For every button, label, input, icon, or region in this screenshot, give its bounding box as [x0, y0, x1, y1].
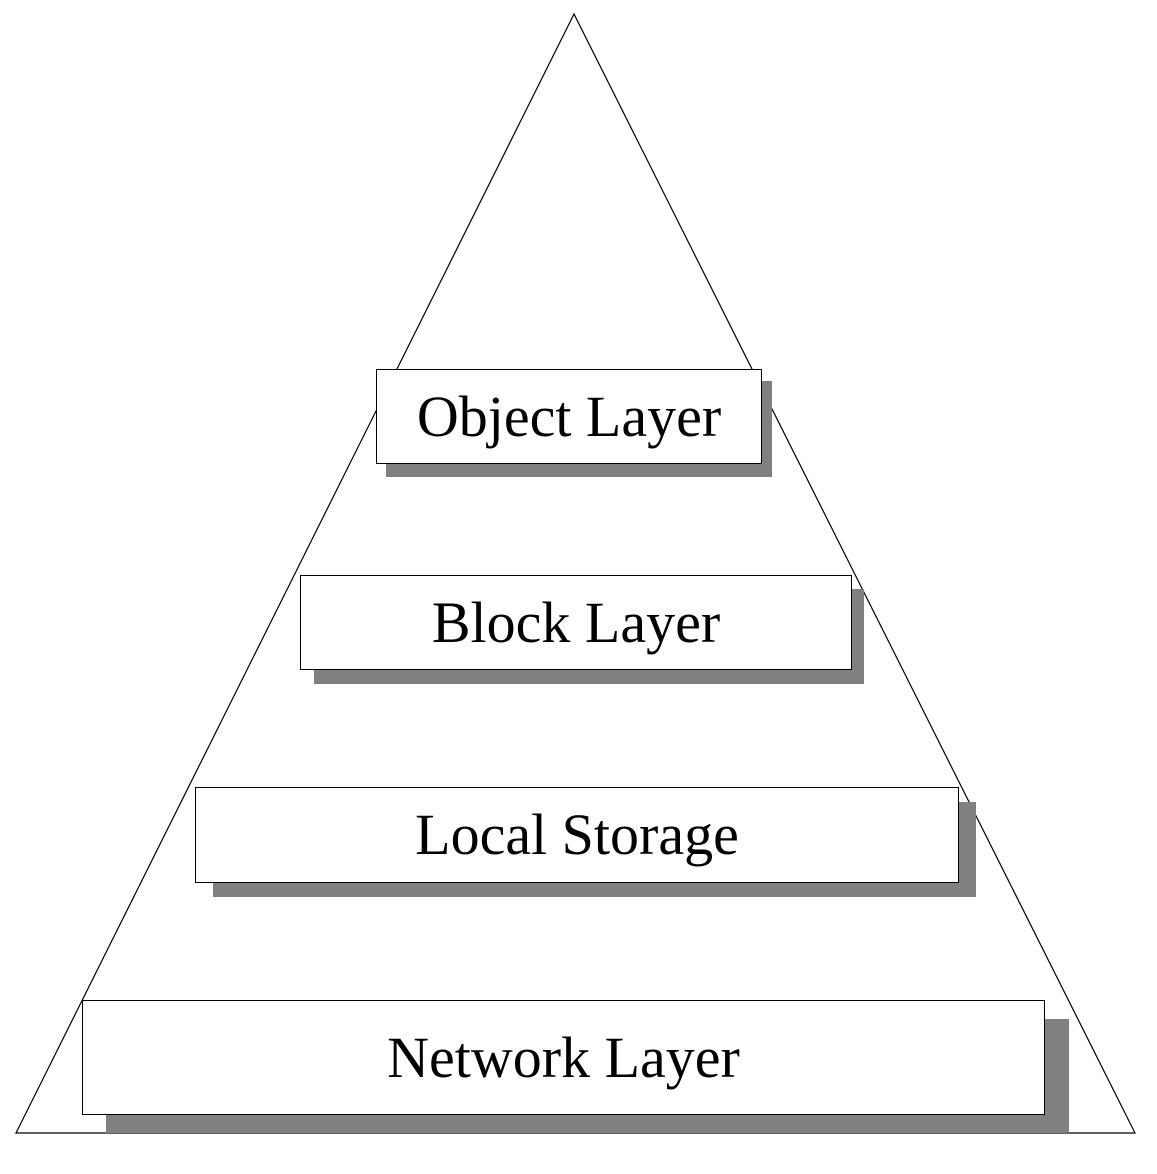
layer-local-storage-label: Local Storage [415, 802, 739, 867]
layer-object-box: Object Layer [376, 369, 762, 464]
layer-network-label: Network Layer [387, 1024, 740, 1090]
layer-local-storage-box: Local Storage [195, 787, 959, 883]
layer-network-box: Network Layer [82, 1000, 1045, 1115]
pyramid-triangle [15, 12, 1136, 1134]
layer-block-box: Block Layer [300, 575, 852, 670]
layer-block-label: Block Layer [431, 589, 721, 655]
layer-object-label: Object Layer [416, 383, 722, 449]
